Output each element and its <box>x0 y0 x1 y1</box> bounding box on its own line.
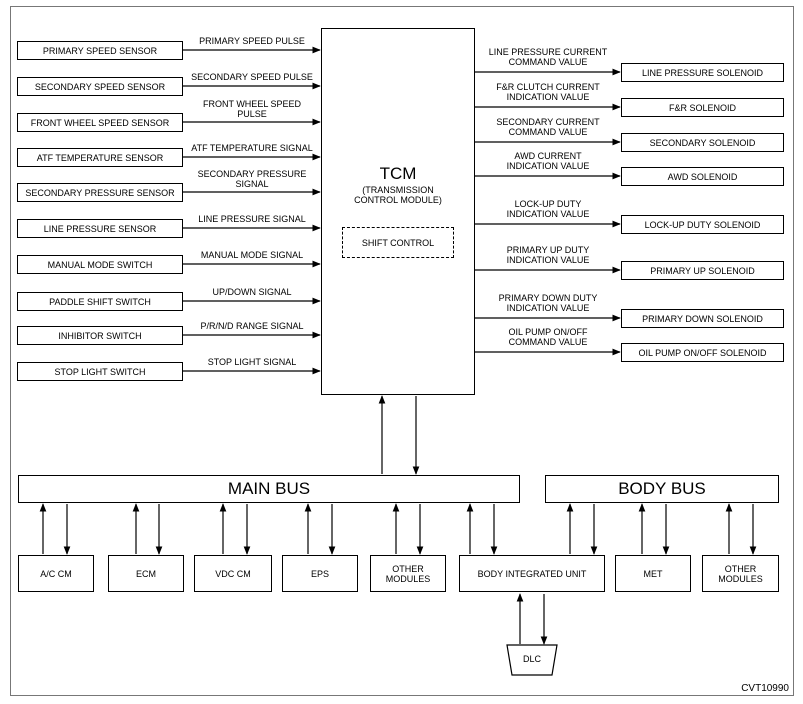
output-device-box: PRIMARY DOWN SOLENOID <box>621 309 784 328</box>
output-device-box: F&R SOLENOID <box>621 98 784 117</box>
input-signal-label: STOP LIGHT SIGNAL <box>207 357 297 367</box>
output-signal-label: PRIMARY UP DUTY INDICATION VALUE <box>506 245 590 265</box>
figure-code: CVT10990 <box>741 683 789 694</box>
dlc-connector <box>506 644 558 676</box>
output-device-box: PRIMARY UP SOLENOID <box>621 261 784 280</box>
main-bus: MAIN BUS <box>18 475 520 503</box>
output-device-box: AWD SOLENOID <box>621 167 784 186</box>
input-signal-label: PRIMARY SPEED PULSE <box>199 36 305 46</box>
input-device-box: ATF TEMPERATURE SENSOR <box>17 148 183 167</box>
output-signal-label: F&R CLUTCH CURRENT INDICATION VALUE <box>496 82 600 102</box>
output-signal-label: LINE PRESSURE CURRENT COMMAND VALUE <box>488 47 608 67</box>
input-device-box: LINE PRESSURE SENSOR <box>17 219 183 238</box>
input-device-box: PADDLE SHIFT SWITCH <box>17 292 183 311</box>
output-device-box: LOCK-UP DUTY SOLENOID <box>621 215 784 234</box>
output-device-box: SECONDARY SOLENOID <box>621 133 784 152</box>
input-signal-label: LINE PRESSURE SIGNAL <box>198 214 306 224</box>
shift-control-box: SHIFT CONTROL <box>342 227 454 258</box>
output-device-box: OIL PUMP ON/OFF SOLENOID <box>621 343 784 362</box>
input-device-box: SECONDARY SPEED SENSOR <box>17 77 183 96</box>
output-signal-label: AWD CURRENT INDICATION VALUE <box>506 151 590 171</box>
input-device-box: FRONT WHEEL SPEED SENSOR <box>17 113 183 132</box>
diagram-frame <box>10 6 794 696</box>
input-device-box: MANUAL MODE SWITCH <box>17 255 183 274</box>
module-box: OTHER MODULES <box>370 555 446 592</box>
input-signal-label: SECONDARY SPEED PULSE <box>191 72 313 82</box>
output-signal-label: SECONDARY CURRENT COMMAND VALUE <box>496 117 600 137</box>
output-signal-label: OIL PUMP ON/OFF COMMAND VALUE <box>508 327 588 347</box>
input-device-box: PRIMARY SPEED SENSOR <box>17 41 183 60</box>
tcm-title: TCM <box>379 164 417 183</box>
tcm-box <box>321 28 475 395</box>
tcm-subtitle: (TRANSMISSION CONTROL MODULE) <box>354 185 442 205</box>
input-signal-label: MANUAL MODE SIGNAL <box>200 250 304 260</box>
input-signal-label: UP/DOWN SIGNAL <box>212 287 292 297</box>
module-box: OTHER MODULES <box>702 555 779 592</box>
module-box: ECM <box>108 555 184 592</box>
input-signal-label: SECONDARY PRESSURE SIGNAL <box>197 169 307 189</box>
output-signal-label: LOCK-UP DUTY INDICATION VALUE <box>506 199 590 219</box>
module-box: VDC CM <box>194 555 272 592</box>
dlc-label: DLC <box>522 654 541 664</box>
body-bus: BODY BUS <box>545 475 779 503</box>
output-signal-label: PRIMARY DOWN DUTY INDICATION VALUE <box>498 293 598 313</box>
module-box: MET <box>615 555 691 592</box>
input-device-box: STOP LIGHT SWITCH <box>17 362 183 381</box>
input-device-box: SECONDARY PRESSURE SENSOR <box>17 183 183 202</box>
output-device-box: LINE PRESSURE SOLENOID <box>621 63 784 82</box>
input-signal-label: FRONT WHEEL SPEED PULSE <box>202 99 301 119</box>
module-box: A/C CM <box>18 555 94 592</box>
module-box: BODY INTEGRATED UNIT <box>459 555 605 592</box>
module-box: EPS <box>282 555 358 592</box>
input-signal-label: P/R/N/D RANGE SIGNAL <box>200 321 304 331</box>
input-device-box: INHIBITOR SWITCH <box>17 326 183 345</box>
input-signal-label: ATF TEMPERATURE SIGNAL <box>191 143 313 153</box>
